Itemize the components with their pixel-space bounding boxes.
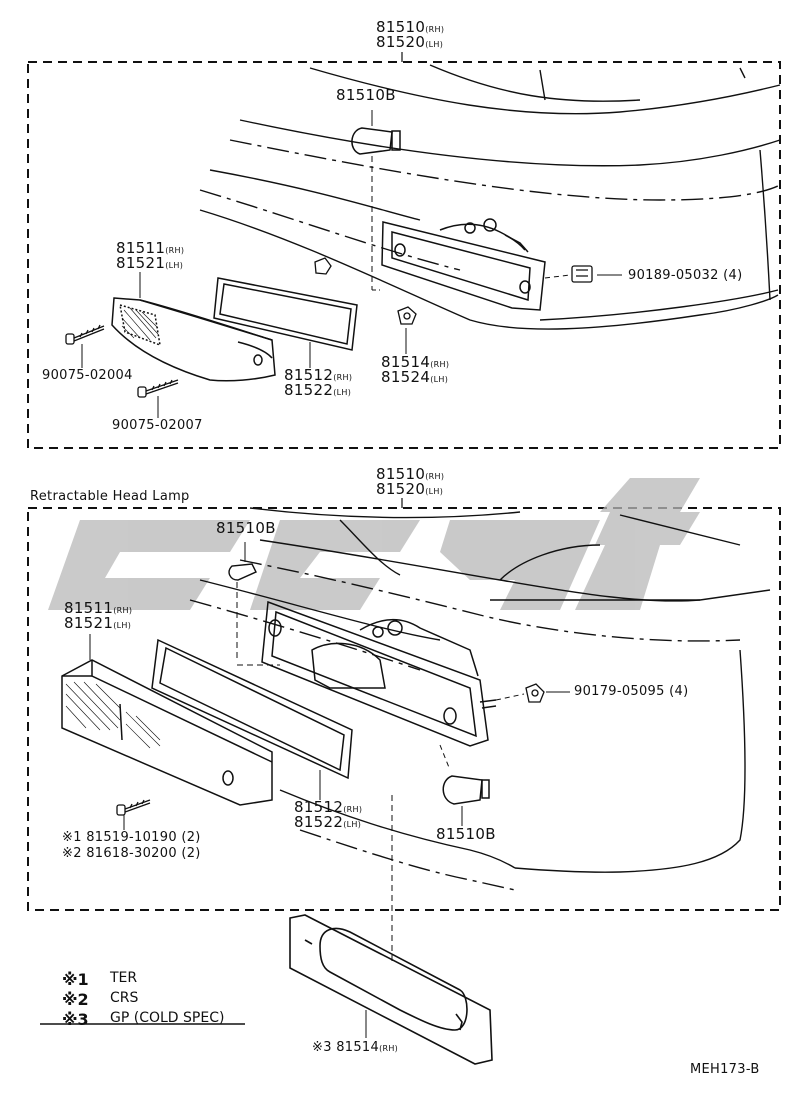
top-lens-hatch (121, 307, 159, 341)
top-lens-rh-label: 81511(RH) (116, 239, 185, 257)
top-screw-2-label: 90075-02007 (112, 418, 203, 433)
legend-row: ※1 TER (62, 970, 262, 990)
diagram-id: MEH173-B (690, 1062, 760, 1077)
bottom-side-lens-icon (61, 659, 273, 806)
bottom-screw-ter-label: ※1 81519-10190 (2) (62, 830, 201, 845)
top-bulb-icon (351, 127, 401, 155)
legend-text: TER (110, 970, 138, 986)
legend: ※1 TER ※2 CRS ※3 GP (COLD SPEC) (62, 970, 262, 1030)
bottom-part-rh-label: 81510(RH) (376, 465, 445, 483)
bottom-plate-label: ※3 81514(RH) (312, 1040, 399, 1055)
top-clip-icon (571, 265, 593, 283)
top-screw-1-label: 90075-02004 (42, 368, 133, 383)
top-body-outline (199, 64, 781, 330)
bottom-nut-icon (525, 683, 545, 703)
top-gasket-lh-label: 81522(LH) (284, 381, 352, 399)
top-nut-icon (314, 257, 417, 325)
bottom-section-frame (27, 507, 781, 911)
bottom-bulb-bottom-label: 81510B (436, 825, 496, 843)
top-side-lens-icon (111, 297, 276, 382)
legend-key: ※1 (62, 970, 89, 989)
top-nut-rh-label: 81514(RH) (381, 353, 450, 371)
legend-row: ※2 CRS (62, 990, 262, 1010)
top-lens-lh-label: 81521(LH) (116, 254, 184, 272)
bottom-bulb-top-label: 81510B (216, 519, 276, 537)
bottom-gasket-rh-label: 81512(RH) (294, 798, 363, 816)
top-gasket-icon (213, 277, 358, 351)
top-section-frame (27, 61, 781, 449)
top-nut-lh-label: 81524(LH) (381, 368, 449, 386)
top-bulb-label: 81510B (336, 86, 396, 104)
watermark-logo (48, 478, 700, 610)
bottom-nut-label: 90179-05095 (4) (574, 684, 689, 699)
bottom-bulb-top-icon (228, 563, 257, 581)
bottom-bulb-bottom-icon (442, 775, 490, 805)
bottom-body-outline (189, 507, 771, 891)
bottom-screw-crs-label: ※2 81618-30200 (2) (62, 846, 201, 861)
top-gasket-rh-label: 81512(RH) (284, 366, 353, 384)
top-part-lh-label: 81520(LH) (376, 33, 444, 51)
top-lamp-housing (381, 218, 546, 311)
legend-row: ※3 GP (COLD SPEC) (62, 1010, 262, 1030)
bottom-gasket-icon (151, 638, 353, 780)
legend-text: CRS (110, 990, 139, 1006)
top-screw-icon (65, 324, 179, 398)
legend-key: ※3 (62, 1010, 89, 1029)
top-clip-label: 90189-05032 (4) (628, 268, 743, 283)
bottom-screw-icon (116, 799, 151, 816)
bottom-plate-icon (289, 914, 493, 1065)
section-title: Retractable Head Lamp (30, 489, 190, 504)
bottom-lens-hatch (65, 681, 161, 749)
bottom-gasket-lh-label: 81522(LH) (294, 813, 362, 831)
bottom-lens-lh-label: 81521(LH) (64, 614, 132, 632)
legend-text: GP (COLD SPEC) (110, 1010, 225, 1026)
bottom-lens-rh-label: 81511(RH) (64, 599, 133, 617)
bottom-part-lh-label: 81520(LH) (376, 480, 444, 498)
top-part-rh-label: 81510(RH) (376, 18, 445, 36)
bottom-lamp-housing (261, 600, 497, 747)
legend-key: ※2 (62, 990, 89, 1009)
